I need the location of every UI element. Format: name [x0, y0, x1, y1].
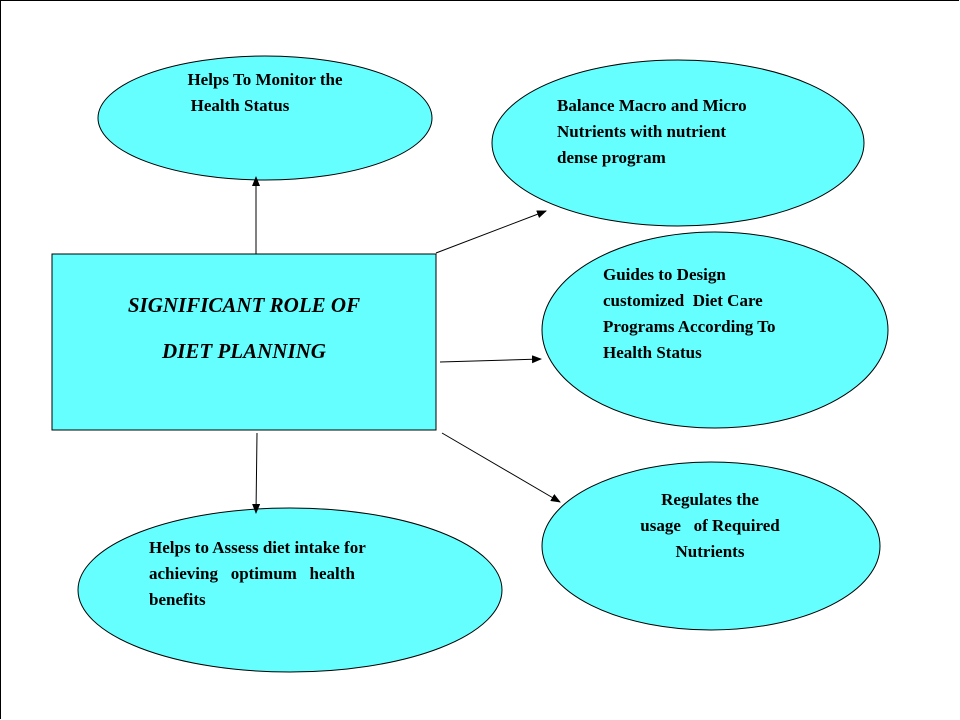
node-text-line: Nutrients with nutrient	[557, 122, 727, 141]
node-guides-text: Guides to Design customized Diet Care Pr…	[603, 262, 776, 366]
node-text-line: Regulates the	[661, 490, 759, 509]
node-text-line: Health Status	[603, 343, 702, 362]
node-balance-text: Balance Macro and Micro Nutrients with n…	[557, 93, 747, 171]
center-title-line: DIET PLANNING	[162, 339, 326, 363]
node-text-line: usage of Required	[640, 516, 780, 535]
arrow-to-guides	[439, 355, 542, 364]
node-text-line: Helps to Assess diet intake for	[149, 538, 366, 557]
node-monitor-shape	[97, 55, 433, 181]
node-balance-shape	[491, 59, 865, 227]
arrow-to-regulates	[441, 432, 561, 503]
arrow-to-balance	[435, 210, 547, 254]
center-title-line: SIGNIFICANT ROLE OF	[127, 293, 361, 317]
arrow-to-assess	[252, 432, 261, 514]
node-text-line: Nutrients	[675, 542, 745, 561]
node-assess-shape	[77, 507, 503, 673]
node-regulates-text: Regulates the usage of Required Nutrient…	[560, 487, 860, 565]
node-assess-text: Helps to Assess diet intake for achievin…	[149, 535, 366, 613]
node-text-line: customized Diet Care	[603, 291, 763, 310]
node-text-line: benefits	[149, 590, 206, 609]
node-regulates-shape	[541, 461, 881, 631]
node-text-line: Programs According To	[603, 317, 776, 336]
node-text-line: Guides to Design	[603, 265, 726, 284]
node-monitor-text: Helps To Monitor the Health Status	[98, 67, 432, 119]
node-text-line: dense program	[557, 148, 666, 167]
node-text-line: Helps To Monitor the	[187, 70, 343, 89]
node-text-line: achieving optimum health	[149, 564, 355, 583]
node-text-line: Balance Macro and Micro	[557, 96, 747, 115]
center-title: SIGNIFICANT ROLE OF DIET PLANNING	[52, 282, 436, 374]
node-text-line: Health Status	[190, 96, 290, 115]
center-box-shape	[51, 253, 437, 431]
node-guides-shape	[541, 231, 889, 429]
